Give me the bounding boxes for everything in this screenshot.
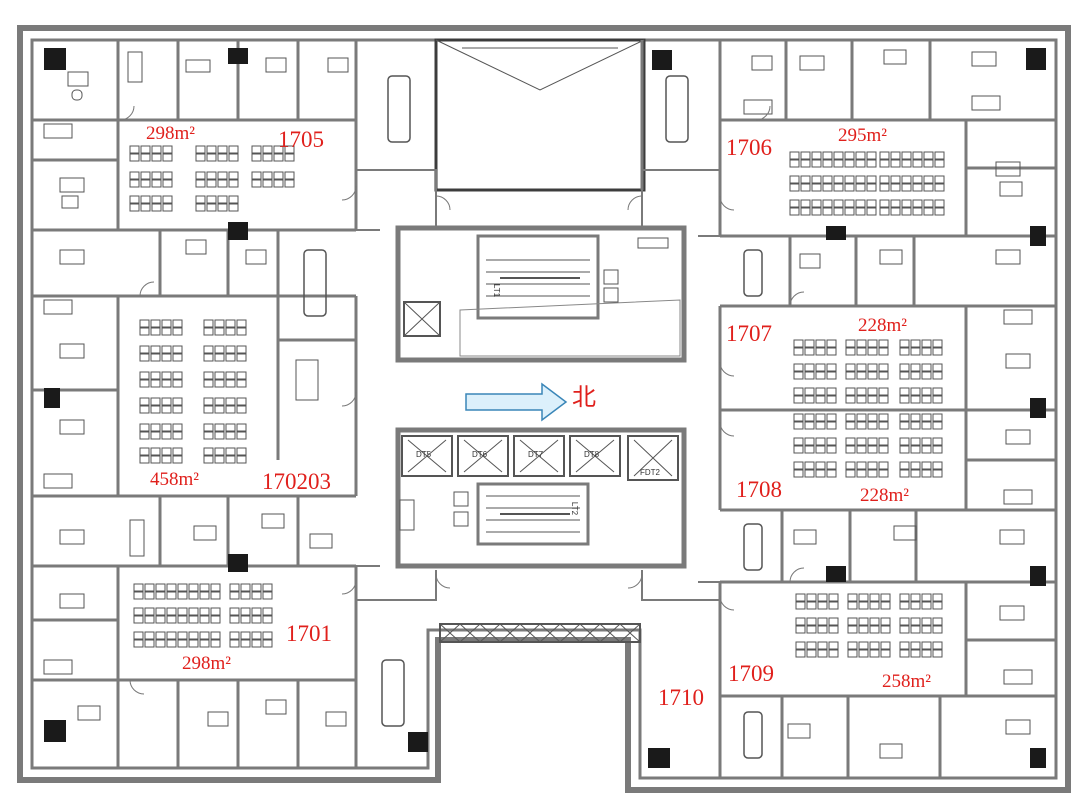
unit-1701-number: 1701 [286, 621, 332, 646]
workstations-170203 [139, 319, 247, 464]
unit-1708-number: 1708 [736, 477, 782, 502]
stair-label-lt1: LT1 [492, 283, 502, 298]
corridor-walls [356, 169, 720, 601]
east-wing-walls [640, 40, 1056, 778]
unit-1710-number: 1710 [658, 685, 704, 710]
conference-tables [303, 75, 763, 759]
freight-elevator-label: FDT2 [640, 468, 660, 477]
workstations-1706 [789, 151, 945, 216]
workstations-1705 [129, 145, 295, 212]
columns [44, 48, 1046, 768]
workstations-1709 [795, 593, 943, 658]
atrium-void [434, 38, 646, 192]
bridge-truss [439, 623, 641, 643]
unit-1707-area: 228m² [858, 315, 907, 336]
workstations-1708 [793, 413, 943, 478]
elevator-label-dt8: DT8 [584, 450, 600, 459]
north-arrow [465, 382, 568, 422]
elevator-label-dt5: DT5 [416, 450, 432, 459]
core-south [395, 427, 687, 569]
private-offices-east [743, 49, 1033, 759]
elevator-label-dt6: DT6 [472, 450, 488, 459]
elevator-label-dt7: DT7 [528, 450, 544, 459]
unit-1708-area: 228m² [860, 485, 909, 506]
unit-1709-number: 1709 [728, 661, 774, 686]
core-north [395, 225, 687, 363]
unit-1705-number: 1705 [278, 127, 324, 152]
unit-170203-number: 170203 [262, 469, 331, 494]
workstations-1701 [133, 583, 273, 648]
doors [119, 105, 805, 695]
unit-1707-number: 1707 [726, 321, 772, 346]
unit-170203-area: 458m² [150, 469, 199, 490]
unit-1701-area: 298m² [182, 653, 231, 674]
north-label: 北 [572, 384, 596, 411]
unit-1706-number: 1706 [726, 135, 772, 160]
stair-label-lt2: LT2 [570, 501, 580, 516]
unit-1709-area: 258m² [882, 671, 931, 692]
unit-1705-area: 298m² [146, 123, 195, 144]
unit-1706-area: 295m² [838, 125, 887, 146]
private-offices-west [43, 51, 349, 727]
workstations-1707 [793, 339, 943, 404]
